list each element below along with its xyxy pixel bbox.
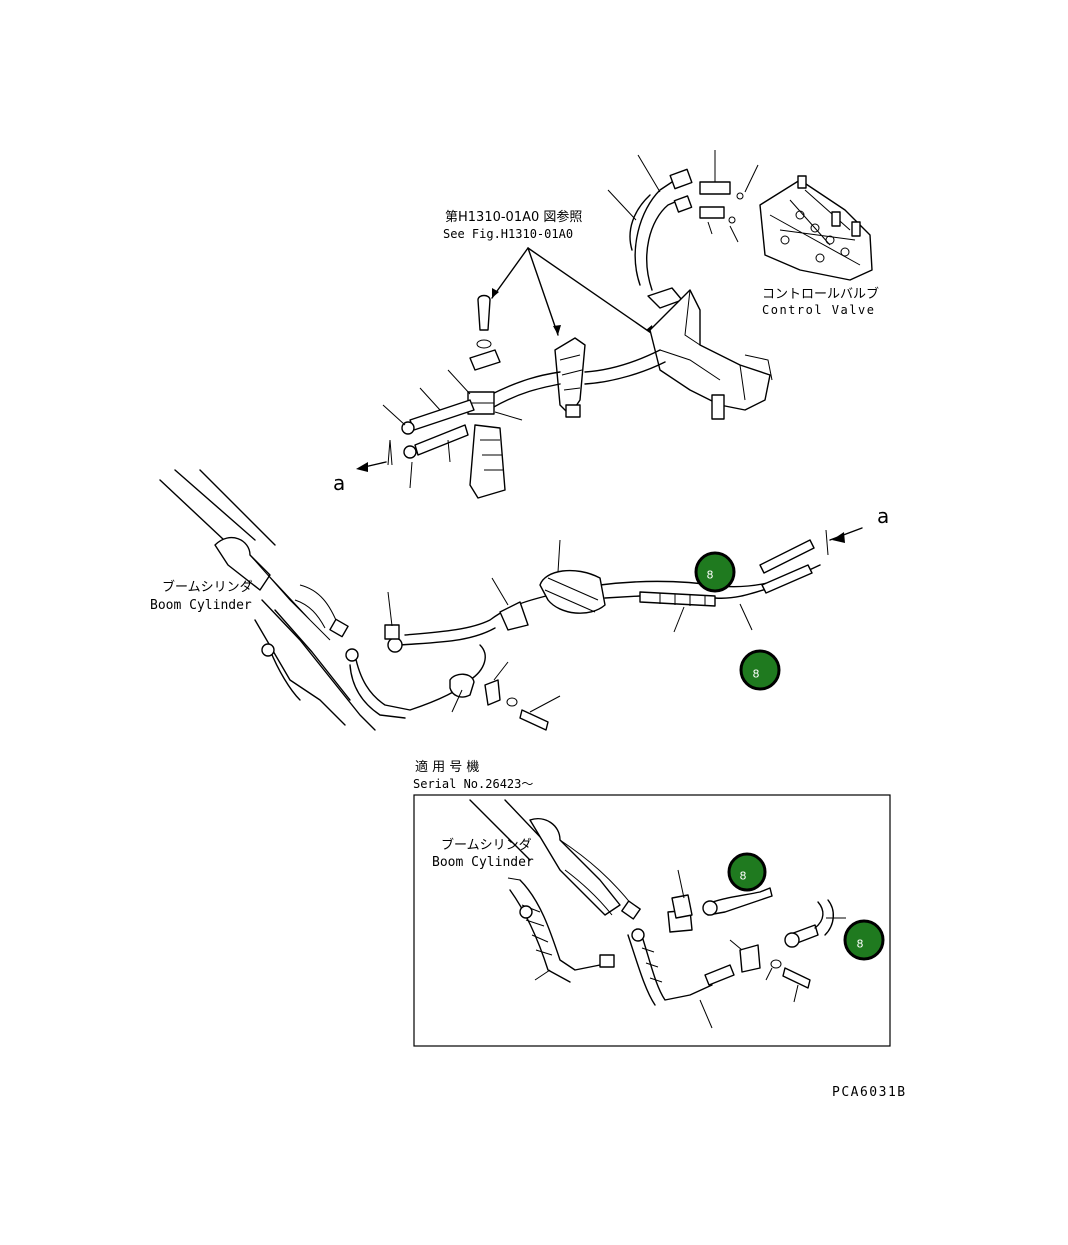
inset-boom-label-jp: ブームシリンダ — [441, 837, 532, 853]
svg-text:8: 8 — [740, 870, 747, 883]
boom-cylinder-label-jp: ブームシリンダ — [162, 579, 253, 595]
ref-label-jp: 第H1310-01A0 図参照 — [445, 209, 582, 225]
marker-a-right: a — [877, 504, 889, 528]
inset-boom-drawing — [469, 799, 846, 1029]
ref-leader-lines — [491, 247, 655, 336]
callout-8-inset-upper[interactable]: 8 — [727, 852, 767, 892]
control-valve-label-en: Control Valve — [762, 303, 875, 317]
boom-cylinder-label-en: Boom Cylinder — [150, 598, 252, 613]
upper-clamps — [469, 294, 586, 418]
control-valve-label-jp: コントロールバルブ — [762, 286, 879, 302]
control-valve-drawing — [759, 175, 873, 281]
svg-text:8: 8 — [753, 668, 760, 681]
callout-8-upper[interactable]: 8 — [694, 551, 736, 593]
serial-label-en: Serial No.26423～ — [413, 777, 533, 791]
svg-text:8: 8 — [857, 938, 864, 951]
inset-boom-label-en: Boom Cylinder — [432, 855, 534, 870]
callout-8-inset-right[interactable]: 8 — [843, 919, 885, 961]
upper-hoses — [607, 150, 759, 309]
svg-text:8: 8 — [707, 569, 714, 582]
drawing-number: PCA6031B — [832, 1085, 907, 1100]
marker-a-left: a — [333, 471, 345, 495]
callout-8-lower[interactable]: 8 — [739, 649, 781, 691]
main-hose-lines — [261, 539, 821, 731]
serial-label-jp: 適 用 号 機 — [415, 759, 479, 775]
upper-tubes — [382, 349, 666, 499]
arrow-a-left — [356, 439, 393, 472]
arrow-a-right — [825, 527, 863, 556]
ref-label-en: See Fig.H1310-01A0 — [443, 227, 573, 241]
inset-frame — [413, 794, 891, 1047]
frame-bracket — [649, 289, 773, 420]
